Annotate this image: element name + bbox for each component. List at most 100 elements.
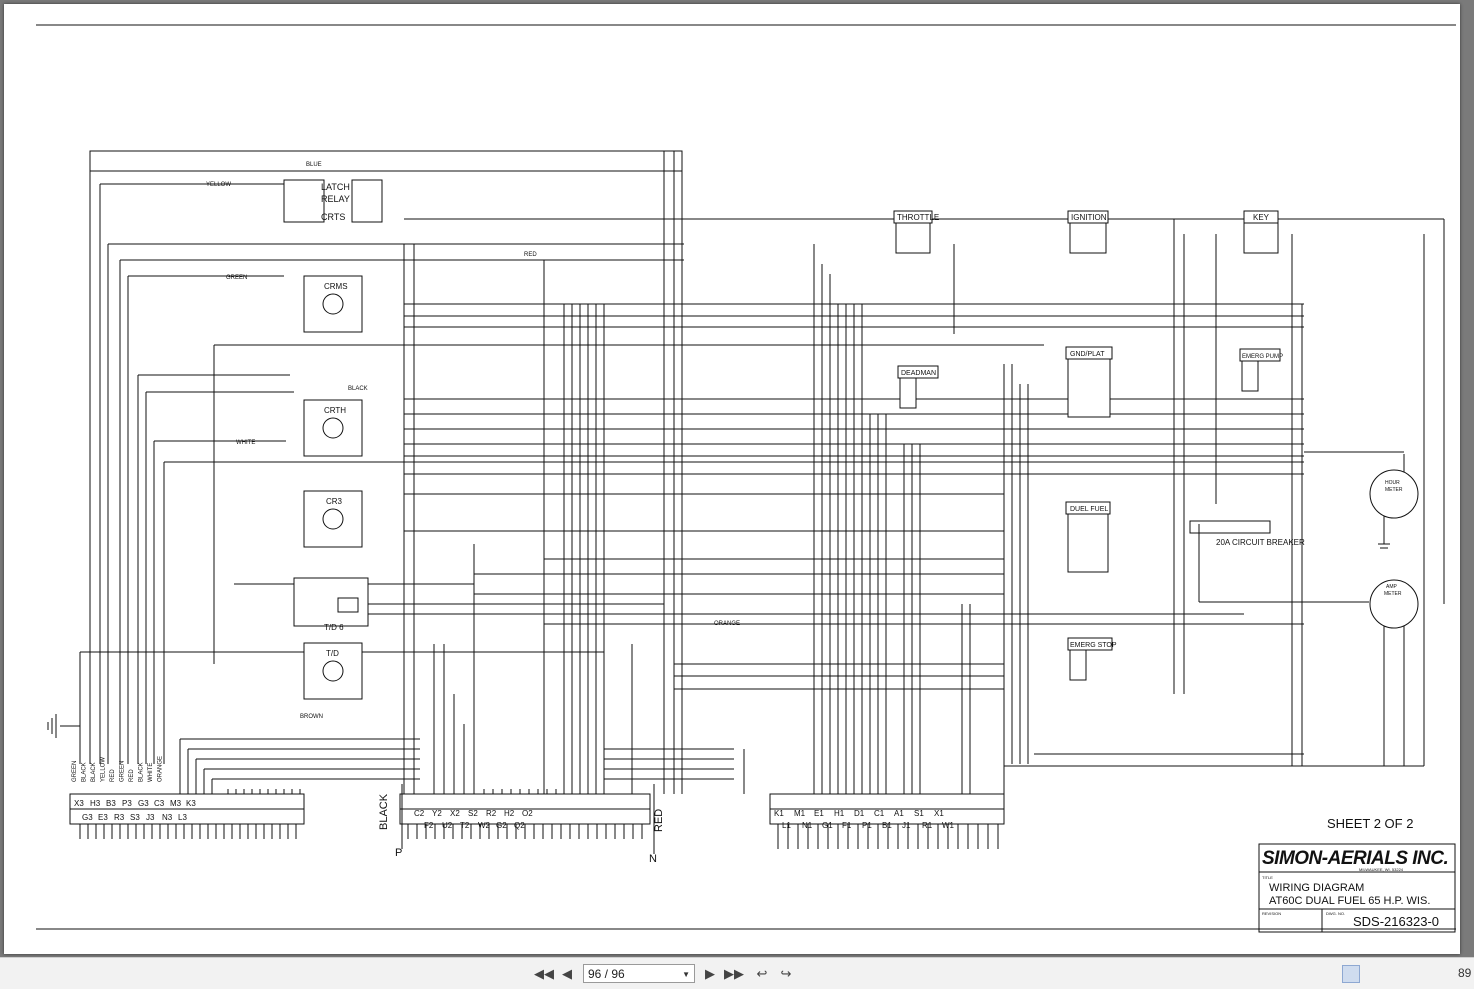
terminal-label: W2: [478, 821, 491, 830]
drawing-page: LATCH RELAY CRTS CRMS CRTH CR3 T/D T/D 6…: [4, 4, 1460, 954]
terminal-label: C1: [874, 809, 885, 818]
deadman-label: DEADMAN: [901, 370, 936, 377]
terminal-label: X2: [450, 809, 460, 818]
bundle-wire-label: GREEN: [120, 761, 126, 782]
bundle-wire-label: ORANGE: [158, 756, 164, 782]
terminal-label: Q2: [514, 821, 525, 830]
emerg-pump-label: EMERG PUMP: [1242, 354, 1283, 360]
sheet-number: SHEET 2 OF 2: [1327, 816, 1413, 831]
terminal-label: B1: [882, 821, 892, 830]
terminal-label: P1: [862, 821, 872, 830]
gnd-plat-label: GND/PLAT: [1070, 351, 1105, 358]
next-page-icon[interactable]: ▶: [705, 966, 715, 981]
wire-label-white: WHITE: [236, 440, 255, 446]
wire-label-brown: BROWN: [300, 714, 323, 720]
terminal-label: L1: [782, 821, 791, 830]
previous-page-icon[interactable]: ◀: [562, 966, 572, 981]
bundle-wire-label: RED: [129, 769, 135, 782]
bundle-wire-label: BLACK: [82, 762, 88, 782]
emerg-stop-label: EMERG STOP: [1070, 642, 1117, 649]
terminal-label: G3: [138, 799, 149, 808]
terminal-label: J3: [146, 813, 155, 822]
page-number-value: 96 / 96: [588, 967, 625, 981]
terminal-label: S2: [468, 809, 478, 818]
wire-label-red: RED: [524, 252, 537, 258]
terminal-label: S1: [914, 809, 924, 818]
terminal-label: S3: [130, 813, 140, 822]
drawing-title-1: WIRING DIAGRAM: [1269, 882, 1364, 894]
terminal-label: H3: [90, 799, 101, 808]
terminal-label: R3: [114, 813, 125, 822]
wire-label-blue: BLUE: [306, 162, 322, 168]
terminal-label: R1: [922, 821, 933, 830]
dwg-no-label: DWG. NO.: [1326, 911, 1345, 916]
two-page-continuous-view-icon[interactable]: [1420, 965, 1438, 983]
amp-meter-label-2: METER: [1384, 591, 1402, 597]
terminal-label: X1: [934, 809, 944, 818]
red-wire-label: RED: [653, 809, 665, 832]
bundle-wire-label: YELLOW: [101, 757, 107, 782]
last-page-icon[interactable]: ▶▶: [724, 966, 744, 981]
terminal-label: Y2: [432, 809, 442, 818]
bundle-wire-label: GREEN: [72, 761, 78, 782]
terminal-label: N1: [802, 821, 813, 830]
key-label: KEY: [1253, 213, 1270, 222]
single-page-view-icon[interactable]: [1342, 965, 1360, 983]
amp-meter-label-1: AMP: [1386, 584, 1398, 590]
terminal-label: O2: [522, 809, 533, 818]
terminal-label: D1: [854, 809, 865, 818]
latch-relay-label-3: CRTS: [321, 212, 345, 222]
terminal-label: B3: [106, 799, 116, 808]
continuous-view-icon[interactable]: [1367, 965, 1385, 983]
latch-relay-label-1: LATCH: [321, 182, 350, 192]
hour-meter-label-2: METER: [1385, 487, 1403, 493]
revision-label: REVISION: [1262, 911, 1281, 916]
bundle-wire-label: RED: [110, 769, 116, 782]
terminal-label: M1: [794, 809, 806, 818]
terminal-label: T2: [460, 821, 470, 830]
terminal-label: L3: [178, 813, 187, 822]
crth-label: CRTH: [324, 406, 346, 415]
terminal-label: K3: [186, 799, 196, 808]
terminal-label: A1: [894, 809, 904, 818]
wire-label-black: BLACK: [348, 386, 368, 392]
td6-label: T/D 6: [324, 623, 344, 632]
forward-view-icon[interactable]: ↪: [780, 966, 792, 981]
terminal-label: G2: [496, 821, 507, 830]
terminal-label: W1: [942, 821, 955, 830]
viewer-toolbar: ◀◀ ◀ 96 / 96 ▼ ▶ ▶▶ ↩ ↪ 89: [0, 957, 1474, 989]
terminal-label: F2: [424, 821, 434, 830]
bundle-wire-label: WHITE: [148, 763, 154, 782]
terminal-label: J1: [902, 821, 911, 830]
terminal-label: X3: [74, 799, 84, 808]
wire-label-green: GREEN: [226, 275, 247, 281]
terminal-label: E1: [814, 809, 824, 818]
terminal-label: K1: [774, 809, 784, 818]
page-number-select[interactable]: 96 / 96 ▼: [583, 964, 695, 983]
terminal-label: C3: [154, 799, 165, 808]
terminal-label: H1: [834, 809, 845, 818]
terminal-label: H2: [504, 809, 515, 818]
cr3-label: CR3: [326, 497, 343, 506]
terminal-label: E3: [98, 813, 108, 822]
wire-label-orange: ORANGE: [714, 621, 740, 627]
document-viewer: LATCH RELAY CRTS CRMS CRTH CR3 T/D T/D 6…: [0, 0, 1474, 957]
terminal-label: F1: [842, 821, 852, 830]
zoom-level[interactable]: 89: [1458, 966, 1472, 980]
back-view-icon[interactable]: ↩: [756, 966, 768, 981]
first-page-icon[interactable]: ◀◀: [534, 966, 554, 981]
terminal-n-label: N: [649, 853, 657, 865]
terminal-label: G3: [82, 813, 93, 822]
terminal-label: C2: [414, 809, 425, 818]
two-page-view-icon[interactable]: [1394, 965, 1412, 983]
hour-meter-label-1: HOUR: [1385, 480, 1400, 486]
terminal-label: U2: [442, 821, 453, 830]
terminal-label: P3: [122, 799, 132, 808]
td-label: T/D: [326, 649, 339, 658]
terminal-label: M3: [170, 799, 182, 808]
duel-fuel-label: DUEL FUEL: [1070, 506, 1108, 513]
chevron-down-icon: ▼: [682, 970, 690, 979]
wire-label-yellow: YELLOW: [206, 182, 231, 188]
terminal-label: G1: [822, 821, 833, 830]
throttle-label: THROTTLE: [897, 213, 939, 222]
